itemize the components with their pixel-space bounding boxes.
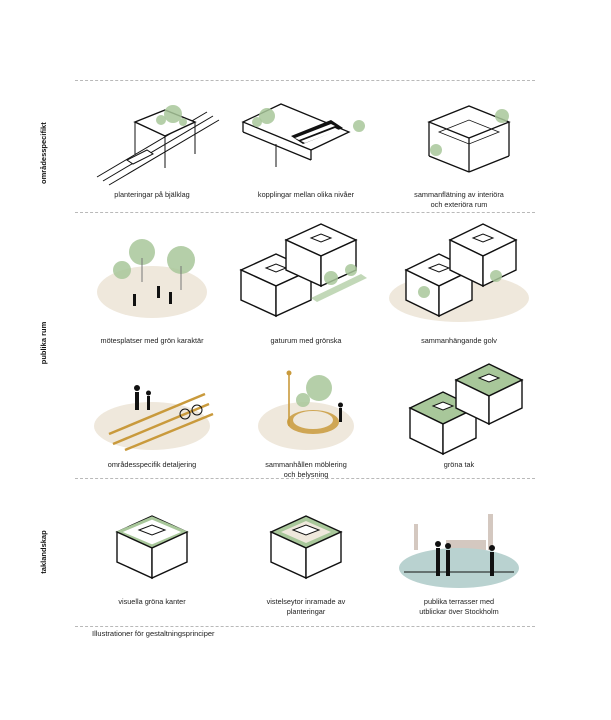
- divider-1: [75, 212, 535, 213]
- illustration-sammanflatning: [384, 92, 534, 187]
- illustration-motesplatser: [77, 230, 227, 325]
- illustration-vistelseytor: [231, 510, 381, 590]
- caption-motesplatser: mötesplatser med grön karaktär: [100, 336, 204, 345]
- illustration-detaljering: [77, 364, 227, 459]
- illustration-publika-terrasser: [384, 510, 534, 590]
- section-label-taklandskap: taklandskap: [39, 530, 48, 574]
- footer-caption: Illustrationer för gestaltningsprinciper: [92, 629, 215, 638]
- section-label-omradesspecifikt: områdesspecifikt: [39, 122, 48, 184]
- illustration-kopplingar-nivaer: [231, 92, 381, 187]
- caption-detaljering: områdesspecifik detaljering: [107, 460, 197, 469]
- caption-planteringar: planteringar på bjälklag: [114, 190, 190, 199]
- illustration-sammanhangande-golv: [384, 220, 534, 325]
- section-label-publika-rum: publika rum: [39, 321, 48, 365]
- divider-bottom: [75, 626, 535, 627]
- illustration-planteringar-bjalklag: [77, 92, 227, 187]
- illustration-mobler-belysning: [231, 364, 381, 459]
- caption-sammanhangande-golv: sammanhängande golv: [421, 336, 497, 345]
- caption-gaturum: gaturum med grönska: [270, 336, 342, 345]
- caption-kopplingar: kopplingar mellan olika nivåer: [257, 190, 355, 199]
- illustration-grona-kanter: [77, 510, 227, 590]
- divider-2: [75, 478, 535, 479]
- divider-top: [75, 80, 535, 81]
- caption-grona-kanter: visuella gröna kanter: [118, 597, 186, 606]
- caption-grona-tak: gröna tak: [443, 460, 475, 469]
- illustration-gaturum: [231, 220, 381, 325]
- illustration-grona-tak: [384, 358, 534, 458]
